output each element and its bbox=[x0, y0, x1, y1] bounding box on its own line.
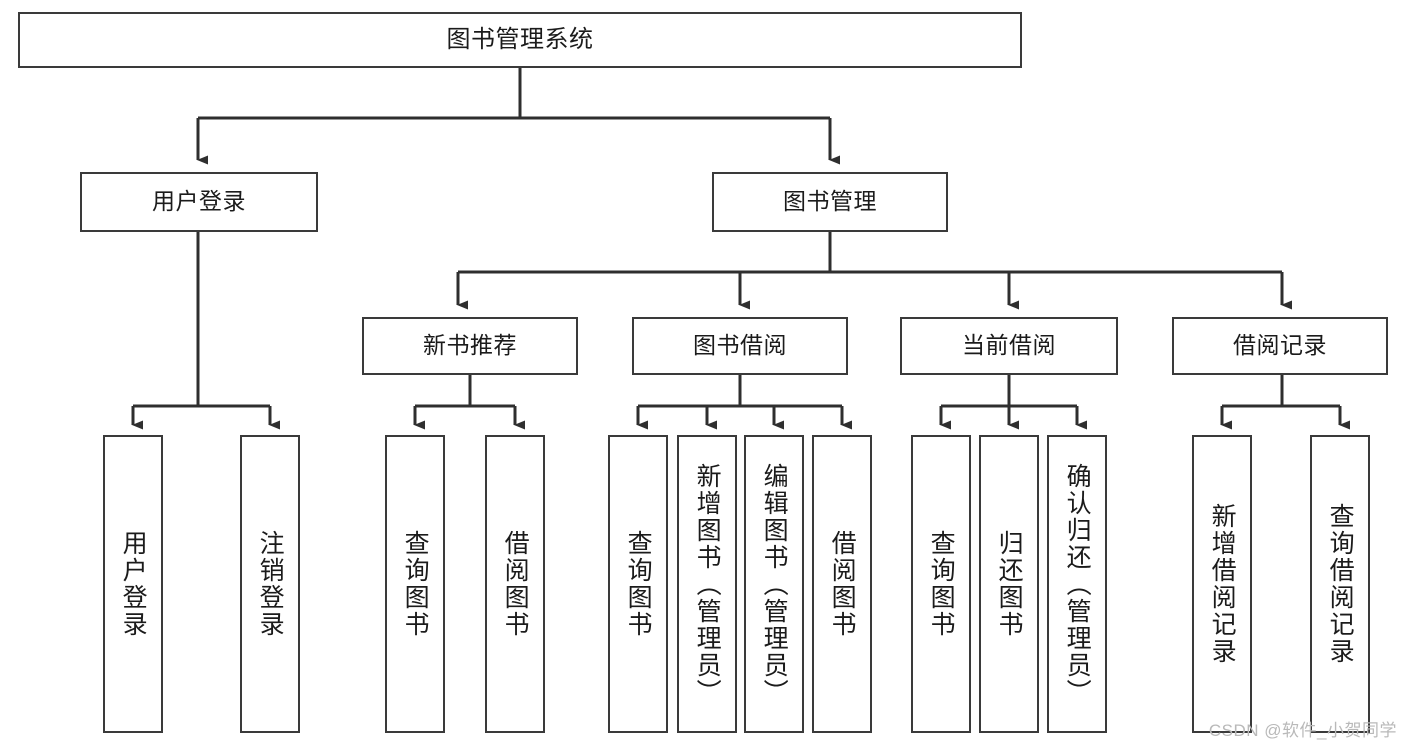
node-leaf-recommend-query[interactable]: 查询图书 bbox=[385, 435, 445, 733]
node-leaf-recommend-borrow[interactable]: 借阅图书 bbox=[485, 435, 545, 733]
node-leaf-current-confirm[interactable]: 确认归还（管理员） bbox=[1047, 435, 1107, 733]
node-label: 查询图书 bbox=[401, 530, 430, 638]
node-label: 新增借阅记录 bbox=[1208, 503, 1237, 665]
node-current-borrow[interactable]: 当前借阅 bbox=[900, 317, 1118, 375]
node-leaf-record-query[interactable]: 查询借阅记录 bbox=[1310, 435, 1370, 733]
node-leaf-borrow-add[interactable]: 新增图书（管理员） bbox=[677, 435, 737, 733]
node-label: 查询图书 bbox=[927, 530, 956, 638]
node-leaf-borrow-lend[interactable]: 借阅图书 bbox=[812, 435, 872, 733]
node-label: 借阅图书 bbox=[501, 530, 530, 638]
node-label: 查询图书 bbox=[624, 530, 653, 638]
node-label: 归还图书 bbox=[995, 530, 1024, 638]
node-leaf-current-query[interactable]: 查询图书 bbox=[911, 435, 971, 733]
node-label: 编辑图书（管理员） bbox=[760, 462, 789, 706]
node-leaf-user-login[interactable]: 用户登录 bbox=[103, 435, 163, 733]
node-label: 当前借阅 bbox=[962, 332, 1056, 359]
node-label: 图书管理系统 bbox=[446, 25, 594, 53]
node-leaf-record-add[interactable]: 新增借阅记录 bbox=[1192, 435, 1252, 733]
node-label: 图书管理 bbox=[783, 188, 877, 215]
watermark: CSDN @软件_小贺同学 bbox=[1208, 721, 1397, 740]
node-new-book-recommend[interactable]: 新书推荐 bbox=[362, 317, 578, 375]
node-label: 确认归还（管理员） bbox=[1063, 462, 1092, 706]
node-label: 新增图书（管理员） bbox=[693, 462, 722, 706]
node-label: 用户登录 bbox=[119, 530, 148, 638]
node-leaf-user-logout[interactable]: 注销登录 bbox=[240, 435, 300, 733]
node-leaf-borrow-query[interactable]: 查询图书 bbox=[608, 435, 668, 733]
node-label: 借阅图书 bbox=[828, 530, 857, 638]
node-leaf-borrow-edit[interactable]: 编辑图书（管理员） bbox=[744, 435, 804, 733]
node-borrow-record[interactable]: 借阅记录 bbox=[1172, 317, 1388, 375]
node-label: 借阅记录 bbox=[1233, 332, 1327, 359]
node-label: 用户登录 bbox=[152, 188, 246, 215]
node-label: 新书推荐 bbox=[423, 332, 517, 359]
node-label: 注销登录 bbox=[256, 530, 285, 638]
node-root-book-management-system[interactable]: 图书管理系统 bbox=[18, 12, 1022, 68]
node-user-login[interactable]: 用户登录 bbox=[80, 172, 318, 232]
node-leaf-current-return[interactable]: 归还图书 bbox=[979, 435, 1039, 733]
node-book-manage[interactable]: 图书管理 bbox=[712, 172, 948, 232]
node-label: 查询借阅记录 bbox=[1326, 503, 1355, 665]
node-book-borrow[interactable]: 图书借阅 bbox=[632, 317, 848, 375]
node-label: 图书借阅 bbox=[693, 332, 787, 359]
